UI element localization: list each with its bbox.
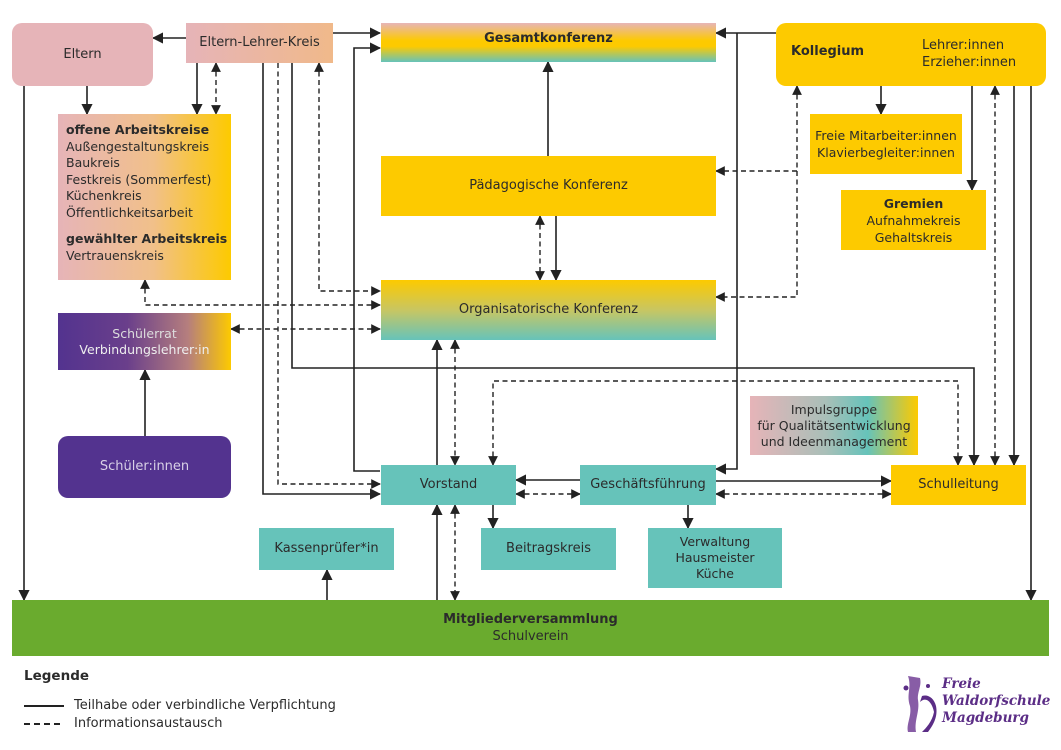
legend-dashed: Informationsaustausch bbox=[24, 716, 222, 731]
node-arbeitskreise: offene Arbeitskreise Außengestaltungskre… bbox=[58, 114, 231, 280]
kasse-label: Kassenprüfer*in bbox=[274, 541, 379, 556]
node-gesamt-label: Gesamtkonferenz bbox=[484, 30, 613, 46]
impuls-line3: und Ideenmanagement bbox=[760, 433, 908, 449]
verwaltung-line1: Verwaltung bbox=[679, 534, 751, 549]
node-gremien: Gremien Aufnahmekreis Gehaltskreis bbox=[841, 190, 986, 250]
node-kassenpruefer: Kassenprüfer*in bbox=[259, 528, 394, 570]
node-schulleitung: Schulleitung bbox=[891, 465, 1026, 505]
logo-line3: Magdeburg bbox=[942, 710, 1029, 726]
legend-title: Legende bbox=[24, 668, 90, 684]
paed-label: Pädagogische Konferenz bbox=[469, 178, 628, 193]
mv-title: Mitgliederversammlung bbox=[443, 612, 618, 627]
node-verwaltung: Verwaltung Hausmeister Küche bbox=[648, 528, 782, 588]
schuelerrat-line1: Schülerrat bbox=[112, 325, 177, 341]
node-kollegium: Kollegium Lehrer:innen Erzieher:innen bbox=[776, 23, 1046, 86]
node-elk-label: Eltern-Lehrer-Kreis bbox=[199, 35, 320, 50]
node-schuelerrat: Schülerrat Verbindungslehrer:in bbox=[58, 313, 231, 370]
node-paedagogische-konferenz: Pädagogische Konferenz bbox=[381, 156, 716, 216]
logo-line1: Freie bbox=[942, 676, 981, 692]
gremien-title: Gremien bbox=[883, 195, 944, 211]
schulleitung-label: Schulleitung bbox=[918, 477, 999, 492]
ak-item: Öffentlichkeitsarbeit bbox=[66, 204, 193, 220]
kollegium-line1: Lehrer:innen bbox=[922, 38, 1005, 53]
node-gesamtkonferenz: Gesamtkonferenz bbox=[381, 23, 716, 62]
vorstand-label: Vorstand bbox=[419, 477, 478, 492]
node-freie-mitarbeiter: Freie Mitarbeiter:innen Klavierbegleiter… bbox=[810, 114, 962, 174]
legend-solid: Teilhabe oder verbindliche Verpflichtung bbox=[24, 698, 336, 713]
verwaltung-line3: Küche bbox=[696, 566, 734, 581]
node-beitragskreis: Beitragskreis bbox=[481, 528, 616, 570]
gf-label: Geschäftsführung bbox=[590, 477, 706, 492]
solid-line-icon bbox=[24, 704, 64, 707]
schuelerrat-line2: Verbindungslehrer:in bbox=[79, 341, 210, 357]
node-vorstand: Vorstand bbox=[381, 465, 516, 505]
ak-title-elected: gewählter Arbeitskreis bbox=[66, 231, 228, 246]
ak-title-open: offene Arbeitskreise bbox=[66, 122, 210, 137]
kollegium-line2: Erzieher:innen bbox=[922, 55, 1017, 70]
node-schueler: Schüler:innen bbox=[58, 436, 231, 498]
orga-label: Organisatorische Konferenz bbox=[458, 302, 639, 317]
node-eltern: Eltern bbox=[12, 23, 153, 86]
ak-item: Vertrauenskreis bbox=[66, 247, 164, 263]
schueler-label: Schüler:innen bbox=[99, 459, 190, 474]
gremien-line2: Gehaltskreis bbox=[874, 229, 953, 245]
legend-dashed-label: Informationsaustausch bbox=[74, 716, 223, 731]
node-eltern-lehrer-kreis: Eltern-Lehrer-Kreis bbox=[186, 23, 333, 63]
impuls-line1: Impulsgruppe bbox=[790, 401, 878, 417]
beitrag-label: Beitragskreis bbox=[506, 541, 591, 556]
logo-line2: Waldorfschule bbox=[942, 693, 1051, 709]
mv-sub: Schulverein bbox=[492, 629, 569, 644]
ak-item: Außengestaltungskreis bbox=[66, 138, 210, 154]
ak-item: Festkreis (Sommerfest) bbox=[66, 171, 212, 187]
node-eltern-label: Eltern bbox=[63, 46, 102, 62]
impuls-line2: für Qualitätsentwicklung bbox=[757, 417, 911, 433]
node-organisatorische-konferenz: Organisatorische Konferenz bbox=[381, 280, 716, 340]
logo-figure-icon bbox=[903, 676, 937, 732]
dashed-line-icon bbox=[24, 722, 64, 725]
school-logo: Freie Waldorfschule Magdeburg bbox=[898, 672, 1051, 736]
verwaltung-line2: Hausmeister bbox=[675, 550, 755, 565]
kollegium-title: Kollegium bbox=[791, 44, 865, 59]
node-geschaeftsfuehrung: Geschäftsführung bbox=[580, 465, 716, 505]
node-mitgliederversammlung: Mitgliederversammlung Schulverein bbox=[12, 600, 1049, 656]
node-impulsgruppe: Impulsgruppe für Qualitätsentwicklung un… bbox=[750, 396, 918, 455]
ak-item: Baukreis bbox=[66, 155, 120, 170]
freie-line2: Klavierbegleiter:innen bbox=[817, 145, 955, 160]
ak-item: Küchenkreis bbox=[66, 188, 142, 203]
legend-solid-label: Teilhabe oder verbindliche Verpflichtung bbox=[74, 698, 336, 713]
freie-line1: Freie Mitarbeiter:innen bbox=[815, 128, 957, 143]
gremien-line1: Aufnahmekreis bbox=[866, 212, 961, 228]
